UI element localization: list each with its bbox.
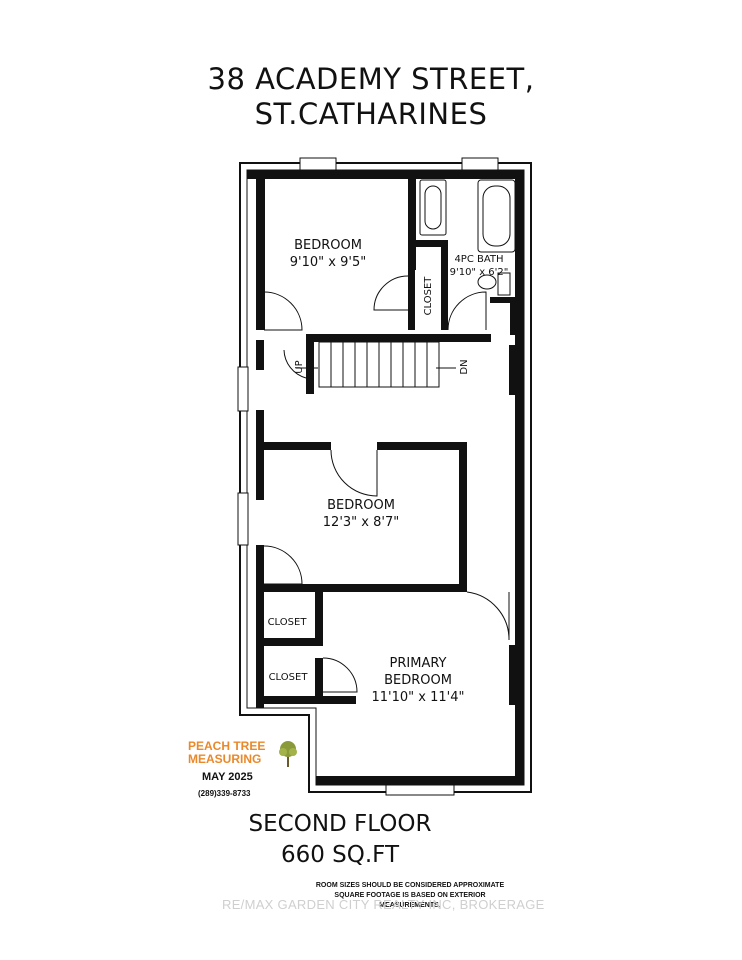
company-phone: (289)339-8733 xyxy=(198,789,251,798)
company-name-1: PEACH TREE xyxy=(188,739,266,753)
closet-2-label: CLOSET xyxy=(268,617,308,628)
note-line-1: ROOM SIZES SHOULD BE CONSIDERED APPROXIM… xyxy=(315,882,505,889)
bedroom-2-name: BEDROOM xyxy=(327,498,395,513)
address-line-1: 38 ACADEMY STREET, xyxy=(207,62,535,96)
note-line-3: MEASUREMENTS. xyxy=(379,902,441,909)
company-name-2: MEASURING xyxy=(188,752,262,766)
primary-bedroom-name-2: BEDROOM xyxy=(384,673,452,688)
primary-bedroom-name-1: PRIMARY xyxy=(390,656,447,671)
measure-date: MAY 2025 xyxy=(202,771,253,783)
bath-size: 9'10" x 6'2" xyxy=(450,267,509,278)
windows xyxy=(237,157,499,796)
closet-1-label: CLOSET xyxy=(423,276,434,316)
address-line-2: ST.CATHARINES xyxy=(254,97,488,131)
closet-3-label: CLOSET xyxy=(269,672,309,683)
stairs-down-label: DN xyxy=(459,359,470,374)
bedroom-1-name: BEDROOM xyxy=(294,238,362,253)
primary-bedroom-size: 11'10" x 11'4" xyxy=(372,690,465,705)
company-logo: PEACH TREE MEASURING MAY 2025 (289)339-8… xyxy=(188,740,300,798)
bedroom-1-size: 9'10" x 9'5" xyxy=(290,255,366,270)
doors xyxy=(263,275,510,693)
bath-fixtures xyxy=(419,179,516,296)
bedroom-2-size: 12'3" x 8'7" xyxy=(323,515,399,530)
note-line-2: SQUARE FOOTAGE IS BASED ON EXTERIOR xyxy=(334,892,486,899)
walls xyxy=(247,170,524,785)
bath-name: 4PC BATH xyxy=(454,254,503,265)
floor-name: SECOND FLOOR xyxy=(248,811,432,837)
brokerage-watermark: RE/MAX GARDEN CITY REALTY INC, BROKERAGE xyxy=(222,897,545,912)
tree-icon xyxy=(279,741,297,767)
stairs-up-label: UP xyxy=(294,360,305,373)
staircase xyxy=(283,341,456,388)
floor-area: 660 SQ.FT xyxy=(280,842,400,868)
disclaimer-note: ROOM SIZES SHOULD BE CONSIDERED APPROXIM… xyxy=(290,881,530,911)
